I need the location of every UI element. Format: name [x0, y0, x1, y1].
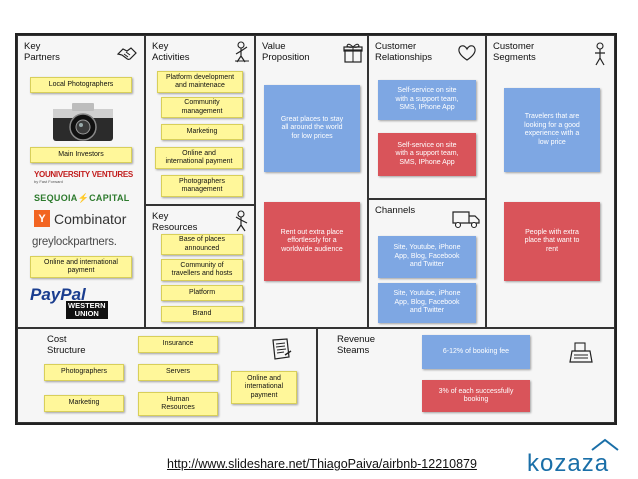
block-title: Cost Structure [47, 334, 86, 356]
note-channel: Site, Youtube, iPhone App, Blog, Faceboo… [378, 236, 476, 278]
source-link[interactable]: http://www.slideshare.net/ThiagoPaiva/ai… [167, 457, 477, 471]
greylock-logo: greylockpartners. [32, 236, 117, 248]
western-union-logo: WESTERN UNION [66, 301, 108, 319]
worker-icon [235, 41, 249, 63]
note-resource: Platform [161, 285, 243, 301]
note-segment: Travelers that are looking for a good ex… [504, 88, 600, 172]
note-partner: Main Investors [30, 147, 132, 163]
cash-register-icon [569, 342, 593, 363]
block-title: Key Resources [152, 211, 198, 233]
note-cost: Online and international payment [231, 371, 297, 404]
note-resource: Community of travellers and hosts [161, 259, 243, 281]
block-title: Channels [375, 205, 416, 216]
note-cost: Marketing [44, 395, 124, 412]
block-key-partners: Key Partners Local Photographers Main In… [17, 35, 145, 328]
note-relationship: Self-service on site with a support team… [378, 80, 476, 120]
block-customer-segments: Customer Segments Travelers that are loo… [486, 35, 615, 328]
note-activity: Photographers management [161, 175, 243, 197]
receipt-icon [272, 338, 292, 360]
camera-icon [53, 103, 113, 141]
block-customer-relationships: Customer Relationships Self-service on s… [368, 35, 486, 199]
note-partner: Online and international payment [30, 256, 132, 278]
note-activity: Platform development and maintenace [157, 71, 243, 93]
note-partner: Local Photographers [30, 77, 132, 93]
block-channels: Channels Site, Youtube, iPhone App, Blog… [368, 199, 486, 328]
truck-icon [452, 211, 480, 229]
note-relationship: Self-service on site with a support team… [378, 133, 476, 176]
note-resource: Brand [161, 306, 243, 322]
handshake-icon [116, 47, 137, 60]
note-cost: Photographers [44, 364, 124, 381]
note-activity: Marketing [161, 124, 243, 140]
note-value: Great places to stay all around the worl… [264, 85, 360, 172]
note-revenue: 6-12% of booking fee [422, 335, 530, 369]
worker-icon [235, 210, 248, 232]
paypal-logo: PayPal [30, 285, 86, 304]
youniversity-logo: YOUNIVERSITY VENTURES by Fast Forward [34, 170, 133, 184]
brand-logo: kozaza [527, 450, 610, 477]
business-model-canvas: Key Partners Local Photographers Main In… [15, 33, 617, 425]
block-title: Key Partners [24, 41, 60, 63]
note-value: Rent out extra place effortlessly for a … [264, 202, 360, 281]
note-cost: Human Resources [138, 392, 218, 416]
note-cost: Servers [138, 364, 218, 381]
house-icon [591, 438, 619, 451]
block-title: Revenue Steams [337, 334, 376, 356]
note-activity: Online and international payment [155, 147, 243, 169]
gift-icon [343, 43, 363, 63]
note-revenue: 3% of each successfully booking [422, 380, 530, 412]
person-icon [595, 42, 605, 66]
block-cost-structure: Cost Structure Insurance Photographers S… [17, 328, 317, 423]
note-resource: Base of places announced [161, 234, 243, 255]
block-title: Customer Segments [493, 41, 536, 63]
note-channel: Site, Youtube, iPhone App, Blog, Faceboo… [378, 283, 476, 323]
block-title: Key Activities [152, 41, 190, 63]
ycombinator-logo: Y Combinator [34, 210, 126, 227]
block-value-proposition: Value Proposition Great places to stay a… [255, 35, 368, 328]
block-title: Value Proposition [262, 41, 310, 63]
note-segment: People with extra place that want to ren… [504, 202, 600, 281]
sequoia-logo: SEQUOIA⚡CAPITAL [34, 193, 130, 203]
block-key-resources: Key Resources Base of places announced C… [145, 205, 255, 328]
block-title: Customer Relationships [375, 41, 433, 63]
note-activity: Community management [161, 97, 243, 118]
heart-icon [458, 45, 476, 61]
block-key-activities: Key Activities Platform development and … [145, 35, 255, 205]
note-cost: Insurance [138, 336, 218, 353]
block-revenue-streams: Revenue Steams 6-12% of booking fee 3% o… [317, 328, 615, 423]
